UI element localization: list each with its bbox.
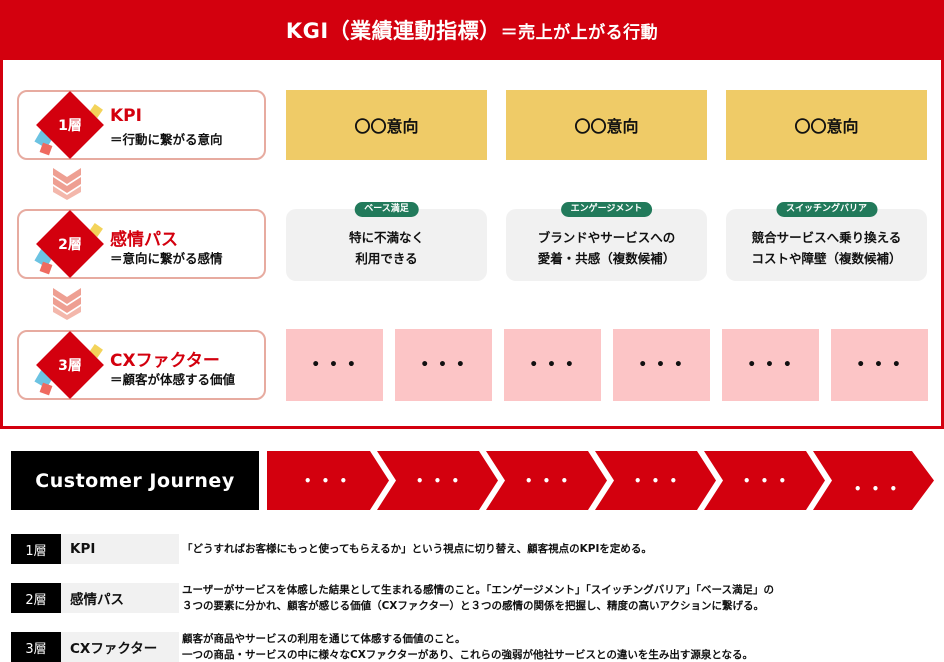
journey-step: • • • [415, 473, 463, 488]
customer-journey-steps: • • • • • • • • • • • • • • • • • • [267, 451, 934, 510]
chevron-down-icon [53, 168, 81, 200]
legend-layer-number: 3層 [11, 632, 61, 662]
journey-step: • • • [742, 473, 790, 488]
emotion-card-switching-barrier: スイッチングバリア 競合サービスへ乗り換える コストや障壁（複数候補） [726, 202, 927, 281]
legend-desc-line: ３つの要素に分かれ、顧客が感じる価値（CXファクター）と３つの感情の関係を把握し… [182, 600, 764, 612]
emotion-line: 競合サービスへ乗り換える [751, 230, 902, 245]
legend-description: ユーザーがサービスを体感した結果として生まれる感情のこと。「エンゲージメント」「… [182, 582, 774, 614]
journey-step: • • • [524, 473, 572, 488]
kgi-header: KGI（業績連動指標） ＝売上が上がる行動 [0, 0, 944, 60]
emotion-text: 特に不満なく 利用できる [286, 227, 487, 269]
cx-factor-card: • • • [613, 329, 710, 401]
layer-badge: 1層 [58, 118, 82, 134]
layer-title: KPI [110, 106, 142, 126]
layer-title: CXファクター [110, 351, 220, 371]
layer-badge: 3層 [58, 358, 82, 374]
chevron-down-icon [53, 288, 81, 320]
layer-badge: 2層 [58, 237, 82, 253]
cx-factor-card: • • • [722, 329, 819, 401]
emotion-line: 特に不満なく [348, 230, 424, 245]
emotion-line: コストや障壁（複数候補） [751, 251, 902, 266]
legend-desc-line: 「どうすればお客様にもっと使ってもらえるか」という視点に切り替え、顧客視点のKP… [182, 543, 652, 555]
layer-box-emotion-path: 2層 感情パス ＝意向に繋がる感情 [17, 209, 266, 279]
emotion-card-base-satisfaction: ベース満足 特に不満なく 利用できる [286, 202, 487, 281]
legend-description: 顧客が商品やサービスの利用を通じて体感する価値のこと。 一つの商品・サービスの中… [182, 631, 753, 662]
layer-subtitle: ＝行動に繋がる意向 [110, 132, 223, 147]
journey-step: • • • [853, 481, 901, 496]
cx-factor-card: • • • [395, 329, 492, 401]
legend-desc-line: 顧客が商品やサービスの利用を通じて体感する価値のこと。 [182, 633, 466, 645]
emotion-card-engagement: エンゲージメント ブランドやサービスへの 愛着・共感（複数候補） [506, 202, 707, 281]
legend-layer-name: KPI [61, 534, 179, 564]
journey-step: • • • [303, 473, 351, 488]
emotion-badge: エンゲージメント [560, 202, 653, 217]
layer-title: 感情パス [110, 230, 178, 250]
layer-diamond-icon: 2層 [33, 210, 113, 281]
customer-journey-label: Customer Journey [11, 451, 259, 510]
kgi-subtitle: ＝売上が上がる行動 [500, 22, 659, 43]
legend-layer-name: 感情パス [61, 583, 179, 613]
emotion-line: ブランドやサービスへの [537, 230, 676, 245]
layer-subtitle: ＝顧客が体感する価値 [110, 372, 236, 387]
kpi-card: 〇〇意向 [506, 90, 707, 160]
emotion-badge: ベース満足 [354, 202, 419, 217]
layer-box-cx-factor: 3層 CXファクター ＝顧客が体感する価値 [17, 330, 266, 400]
legend-desc-line: ユーザーがサービスを体感した結果として生まれる感情のこと。「エンゲージメント」「… [182, 584, 774, 596]
journey-arrow-icon [267, 451, 934, 510]
cx-factor-card: • • • [286, 329, 383, 401]
legend-layer-number: 1層 [11, 534, 61, 564]
legend-layer-name: CXファクター [61, 632, 179, 662]
kpi-card: 〇〇意向 [726, 90, 927, 160]
emotion-line: 利用できる [355, 251, 418, 266]
layer-subtitle: ＝意向に繋がる感情 [110, 251, 223, 266]
journey-step: • • • [633, 473, 681, 488]
cx-factor-card: • • • [831, 329, 928, 401]
emotion-text: 競合サービスへ乗り換える コストや障壁（複数候補） [726, 227, 927, 269]
emotion-line: 愛着・共感（複数候補） [537, 251, 676, 266]
layer-diamond-icon: 1層 [33, 91, 113, 162]
legend-desc-line: 一つの商品・サービスの中に様々なCXファクターがあり、これらの強弱が他社サービス… [182, 649, 754, 661]
cx-factor-card: • • • [504, 329, 601, 401]
kpi-card: 〇〇意向 [286, 90, 487, 160]
layer-box-kpi: 1層 KPI ＝行動に繋がる意向 [17, 90, 266, 160]
emotion-badge: スイッチングバリア [775, 202, 878, 217]
layer-diamond-icon: 3層 [33, 331, 113, 402]
legend-layer-number: 2層 [11, 583, 61, 613]
kgi-title: KGI（業績連動指標） [285, 19, 501, 43]
legend-description: 「どうすればお客様にもっと使ってもらえるか」という視点に切り替え、顧客視点のKP… [182, 541, 652, 557]
emotion-text: ブランドやサービスへの 愛着・共感（複数候補） [506, 227, 707, 269]
